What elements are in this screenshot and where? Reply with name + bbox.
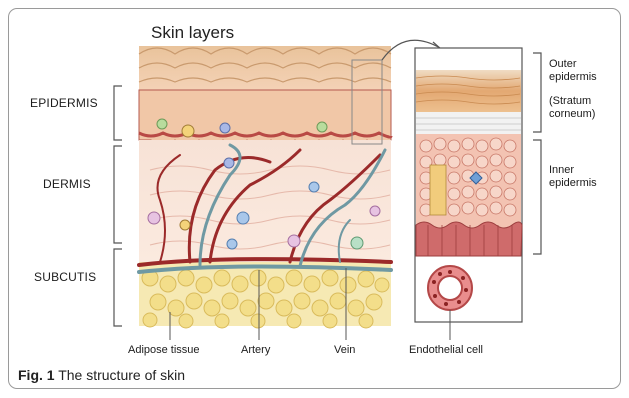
epidermis-bracket xyxy=(114,86,122,140)
label-dermis: DERMIS xyxy=(43,177,91,191)
stratum-band xyxy=(416,112,521,134)
figure-number: Fig. 1 xyxy=(18,367,55,383)
label-adipose-tissue: Adipose tissue xyxy=(128,344,200,356)
figure-caption-text: The structure of skin xyxy=(55,367,185,383)
label-subcutis: SUBCUTIS xyxy=(34,270,96,284)
zoom-panel xyxy=(415,48,522,322)
diagram-title: Skin layers xyxy=(151,23,234,43)
inner-epidermis-bracket xyxy=(533,140,541,254)
subcutis-bracket xyxy=(114,249,122,326)
figure-caption: Fig. 1 The structure of skin xyxy=(18,367,185,383)
label-inner-epidermis: Inner epidermis xyxy=(549,164,619,190)
endothelial-vessel xyxy=(428,266,472,310)
skin-block xyxy=(139,46,391,328)
label-stratum-corneum: (Stratum corneum) xyxy=(549,95,619,121)
label-outer-epidermis: Outer epidermis xyxy=(549,58,619,84)
label-epidermis: EPIDERMIS xyxy=(30,96,98,110)
melanocyte-column xyxy=(430,165,446,215)
label-endothelial-cell: Endothelial cell xyxy=(409,344,483,356)
zoom-brackets xyxy=(533,53,541,254)
label-artery: Artery xyxy=(241,344,270,356)
label-vein: Vein xyxy=(334,344,355,356)
dermis-bracket xyxy=(114,146,122,243)
outer-epidermis-bracket xyxy=(533,53,541,132)
layer-brackets xyxy=(114,86,122,326)
